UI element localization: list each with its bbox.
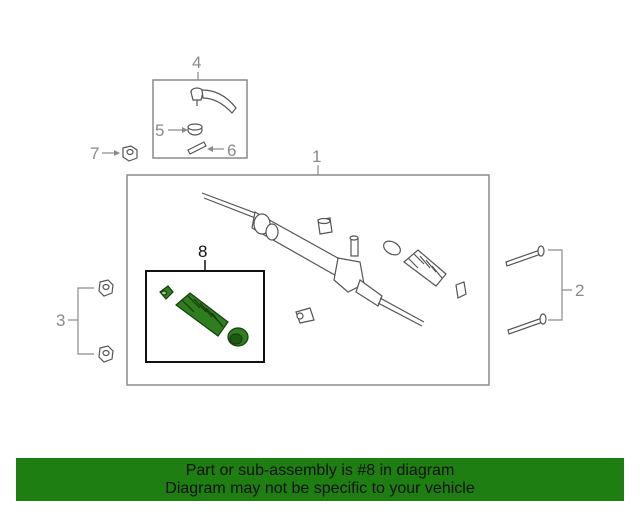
callout-8: 8 [198, 242, 207, 261]
callout-2-bracket [548, 249, 563, 321]
callout-4: 4 [192, 53, 201, 72]
info-banner: Part or sub-assembly is #8 in diagram Di… [16, 458, 624, 501]
mounting-bolts-part [505, 245, 547, 335]
cotter-pin-part [187, 141, 207, 155]
tie-rod-end-part [190, 87, 237, 114]
callout-3: 3 [56, 311, 65, 330]
callout-3-bracket [77, 287, 94, 355]
dust-cap-part [187, 123, 203, 136]
callout-5-arrowhead [182, 127, 188, 133]
main-assembly-frame [126, 174, 490, 386]
banner-line-1: Part or sub-assembly is #8 in diagram [185, 462, 455, 479]
boot-kit-part [159, 285, 249, 347]
callout-6-arrowhead [207, 146, 213, 152]
steering-rack-part [201, 192, 425, 327]
callout-6: 6 [227, 141, 236, 160]
nut-part [122, 145, 138, 162]
callout-1: 1 [312, 147, 321, 166]
callout-5: 5 [155, 121, 164, 140]
lock-nuts-part [98, 279, 114, 363]
banner-line-2: Diagram may not be specific to your vehi… [165, 480, 475, 497]
rack-bushing-part [295, 217, 333, 324]
right-boot-part [383, 240, 467, 299]
callout-2: 2 [575, 281, 584, 300]
callout-7: 7 [90, 144, 99, 163]
callout-7-arrowhead [114, 150, 120, 156]
parts-diagram: 1 4 5 6 7 [56, 53, 584, 386]
tie-rod-end-frame [152, 79, 248, 159]
